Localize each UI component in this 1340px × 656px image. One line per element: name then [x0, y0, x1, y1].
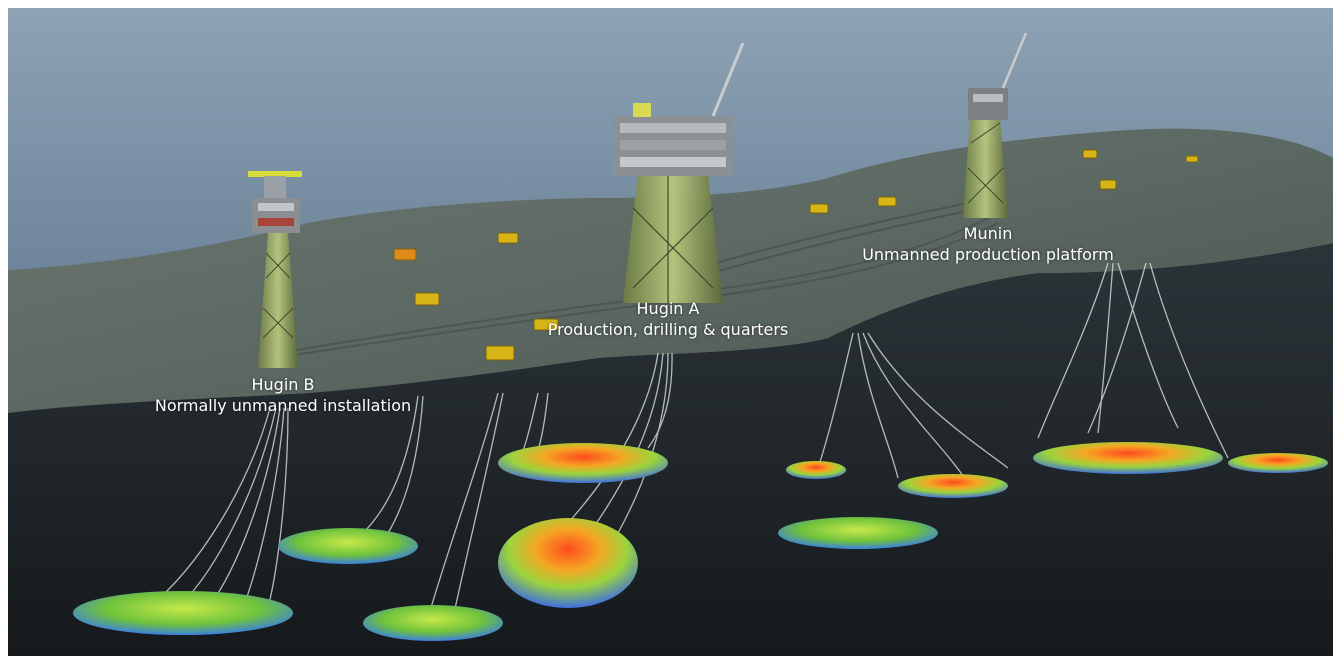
hugin-a-platform [613, 42, 745, 303]
reservoir-munin-far-east [1228, 453, 1328, 473]
reservoir-munin-east [1033, 442, 1223, 474]
illustration-frame: Munin Unmanned production platform Hugin… [8, 8, 1333, 656]
munin-wells [817, 262, 1229, 484]
label-hugin-b-role: Normally unmanned installation [154, 396, 412, 415]
reservoir-hugin-a-south [363, 605, 503, 641]
label-hugin-a-name: Hugin A [636, 299, 700, 318]
label-munin-name: Munin [963, 224, 1013, 243]
reservoirs [73, 442, 1328, 641]
label-munin-role: Unmanned production platform [862, 245, 1114, 264]
label-munin: Munin Unmanned production platform [838, 223, 1138, 265]
label-hugin-a-role: Production, drilling & quarters [547, 320, 789, 339]
label-hugin-a: Hugin A Production, drilling & quarters [518, 298, 818, 340]
reservoir-hugin-b-east [278, 528, 418, 564]
reservoir-hugin-a-upper [498, 443, 668, 483]
offshore-field-illustration [8, 8, 1333, 656]
reservoir-munin-west [786, 461, 846, 479]
reservoir-hugin-b-west [73, 591, 293, 635]
label-hugin-b: Hugin B Normally unmanned installation [128, 374, 438, 416]
hugin-b-platform [248, 171, 302, 368]
hugin-a-wells [427, 352, 673, 619]
reservoir-hugin-a-lower [498, 518, 638, 608]
subsea-templates [393, 149, 1199, 361]
munin-platform [963, 32, 1028, 218]
reservoir-munin-south [778, 517, 938, 549]
reservoir-munin-center [898, 474, 1008, 498]
label-hugin-b-name: Hugin B [251, 375, 315, 394]
